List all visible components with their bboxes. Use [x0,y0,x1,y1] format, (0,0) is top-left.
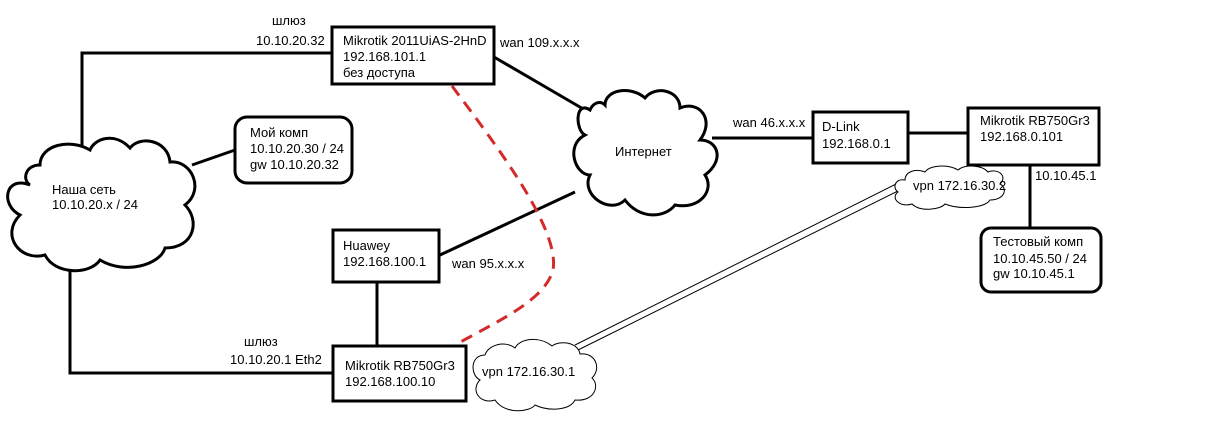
gw-top-title: шлюз [272,13,306,28]
node-my-pc: Мой комп 10.10.20.30 / 24 gw 10.10.20.32 [233,115,354,185]
dashed-link-2011-to-rb [450,85,556,347]
vpn2-label: vpn 172.16.30.2 [913,178,1006,193]
remote-lan-ip: 10.10.45.1 [1035,168,1096,183]
test-pc-gw: gw 10.10.45.1 [993,266,1075,281]
cloud-internet: Интернет [572,89,719,217]
cloud-our-network: Наша сеть 10.10.20.x / 24 [6,136,197,273]
my-pc-ip: 10.10.20.30 / 24 [250,141,344,156]
rb-remote-ip: 192.168.0.101 [980,129,1063,144]
vpn-tunnel-line-a [574,182,899,346]
node-mikrotik-rb-local: Mikrotik RB750Gr3 192.168.100.10 [331,344,468,403]
mikrotik-2011-ip: 192.168.101.1 [343,49,426,64]
mikrotik-2011-note: без доступа [343,65,416,80]
cloud-vpn1: vpn 172.16.30.1 [472,339,598,412]
wan-mikrotik-label: wan 109.x.x.x [499,35,580,50]
rb-local-model: Mikrotik RB750Gr3 [345,358,455,373]
gw-top-ip: 10.10.20.32 [256,33,325,48]
cloud-vpn2: vpn 172.16.30.2 [894,165,1006,210]
link-ournet-mikrotik2011 [80,51,332,150]
link-ournet-mypc [191,148,236,167]
test-pc-ip: 10.10.45.50 / 24 [993,251,1087,266]
link-huawey-internet [439,190,576,257]
gw-bottom-ip: 10.10.20.1 Eth2 [230,352,322,367]
our-net-name: Наша сеть [52,182,116,197]
wan-huawey-label: wan 95.x.x.x [451,256,525,271]
node-dlink: D-Link 192.168.0.1 [811,110,910,165]
internet-label: Интернет [615,144,672,159]
mikrotik-2011-model: Mikrotik 2011UiAS-2HnD [343,33,487,48]
my-pc-name: Мой комп [250,125,308,140]
node-test-pc: Тестовый комп 10.10.45.50 / 24 gw 10.10.… [979,226,1103,294]
gw-bottom-title: шлюз [244,334,278,349]
node-huawey: Huawey 192.168.100.1 [331,228,441,284]
link-ournet-rb-local [68,265,332,375]
rb-local-ip: 192.168.100.10 [345,374,435,389]
our-net-subnet: 10.10.20.x / 24 [52,197,138,212]
test-pc-name: Тестовый комп [993,234,1083,249]
vpn-tunnel-line-b [577,189,901,351]
huawey-ip: 192.168.100.1 [343,254,426,269]
wan-dlink-label: wan 46.x.x.x [732,115,806,130]
link-mikrotik2011-internet [493,55,586,112]
node-mikrotik-2011: Mikrotik 2011UiAS-2HnD 192.168.101.1 без… [330,25,496,86]
vpn1-label: vpn 172.16.30.1 [482,364,575,379]
dlink-name: D-Link [822,119,860,134]
rb-remote-model: Mikrotik RB750Gr3 [980,113,1090,128]
node-mikrotik-rb-remote: Mikrotik RB750Gr3 192.168.0.101 [966,106,1101,167]
huawey-name: Huawey [343,238,390,253]
dlink-ip: 192.168.0.1 [822,136,891,151]
my-pc-gw: gw 10.10.20.32 [250,157,339,172]
